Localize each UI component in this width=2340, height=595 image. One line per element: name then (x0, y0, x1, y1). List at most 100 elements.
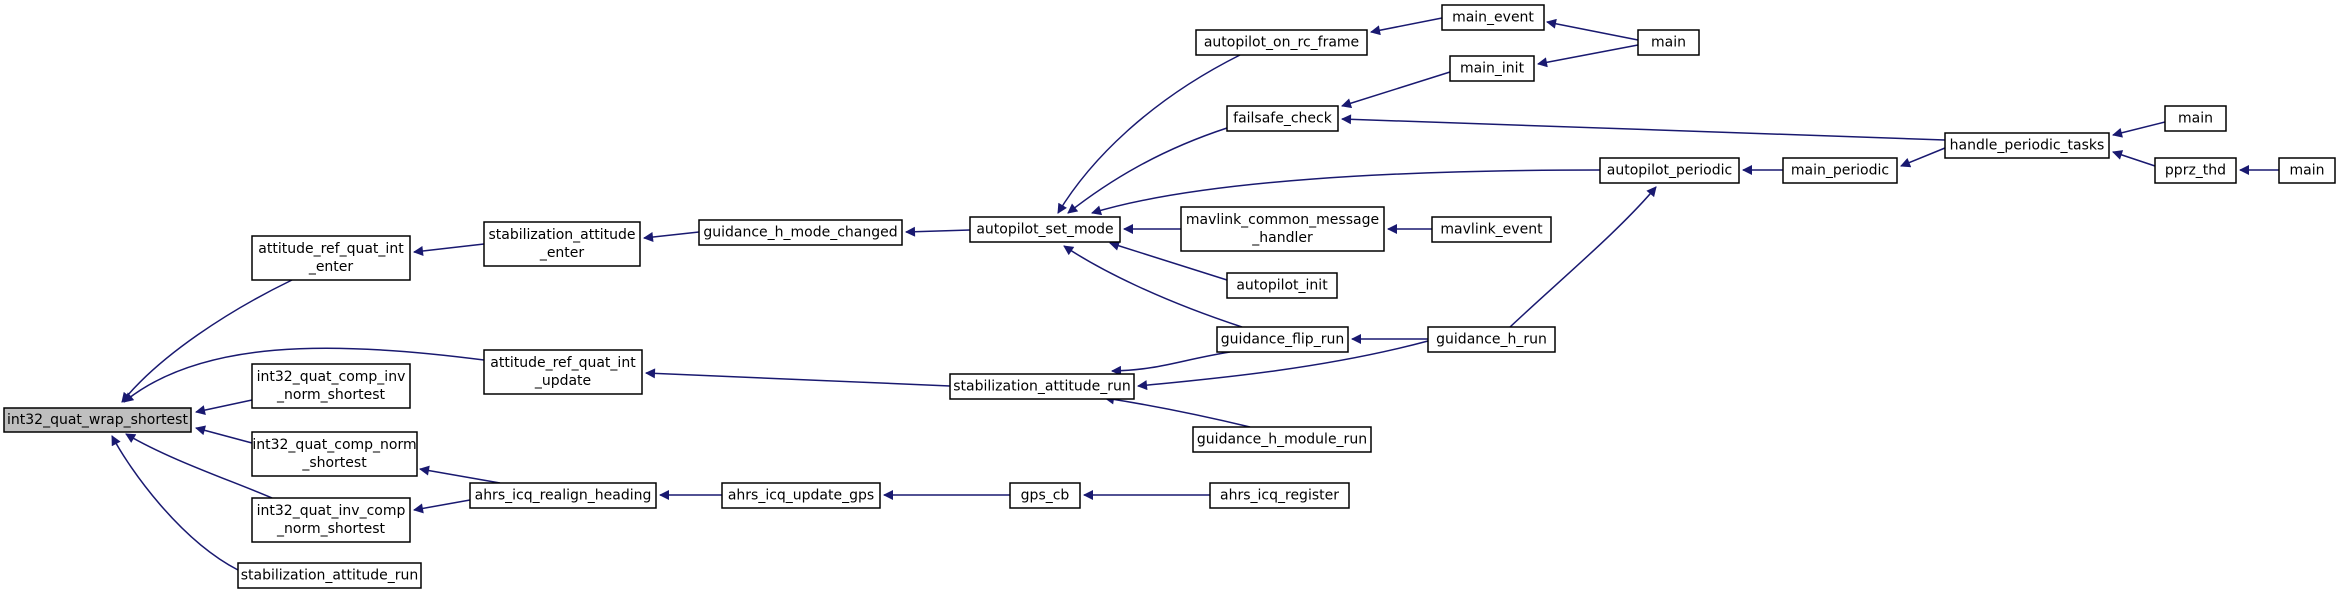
node-guidance-h-run[interactable]: guidance_h_run (1427, 326, 1556, 353)
node-int32-quat-comp-inv-norm-shortest[interactable]: int32_quat_comp_inv _norm_shortest (251, 363, 411, 409)
node-label: _norm_shortest (276, 521, 385, 537)
node-failsafe-check[interactable]: failsafe_check (1226, 105, 1339, 132)
node-box (949, 373, 1135, 400)
node-guidance-flip-run[interactable]: guidance_flip_run (1216, 326, 1349, 353)
node-label: mavlink_common_message (1186, 212, 1379, 228)
node-handle-periodic-tasks[interactable]: handle_periodic_tasks (1944, 132, 2110, 159)
node-label: guidance_h_run (1436, 332, 1547, 348)
node-label: int32_quat_inv_comp (257, 503, 406, 519)
node-stabilization-attitude-run-b[interactable]: stabilization_attitude_run (949, 373, 1135, 400)
edge-int32_quat_inv_comp_norm_shortest-to-int32_quat_wrap_shortest (125, 433, 273, 499)
node-guidance-h-mode-changed[interactable]: guidance_h_mode_changed (698, 219, 903, 246)
node-box (698, 219, 903, 246)
edge-guidance_h_run-to-autopilot_periodic (1509, 186, 1657, 328)
node-label: mavlink_event (1440, 222, 1543, 238)
node-autopilot-periodic[interactable]: autopilot_periodic (1599, 157, 1740, 184)
node-label: guidance_flip_run (1221, 332, 1344, 348)
edge-guidance_h_mode_changed-to-stabilization_attitude_enter (643, 231, 700, 242)
node-label: autopilot_periodic (1607, 163, 1732, 179)
node-stabilization-attitude-enter[interactable]: stabilization_attitude _enter (483, 221, 641, 267)
node-mavlink-event[interactable]: mavlink_event (1431, 216, 1552, 243)
edge-guidance_flip_run-to-autopilot_set_mode (1063, 245, 1243, 328)
node-int32-quat-wrap-shortest[interactable]: int32_quat_wrap_shortest (3, 407, 192, 433)
node-box (1944, 132, 2110, 159)
node-box (1449, 55, 1535, 82)
node-label: main_init (1460, 61, 1525, 77)
edge-autopilot_init-to-autopilot_set_mode (1109, 240, 1228, 281)
node-autopilot-set-mode[interactable]: autopilot_set_mode (969, 216, 1121, 243)
node-label: guidance_h_module_run (1197, 432, 1367, 448)
edge-guidance_h_module_run-to-stabilization_attitude_run_b (1104, 394, 1251, 428)
node-box (251, 235, 411, 281)
edge-attitude_ref_quat_int_enter-to-int32_quat_wrap_shortest (121, 279, 293, 403)
node-label: autopilot_init (1236, 278, 1328, 294)
node-label: handle_periodic_tasks (1950, 138, 2105, 154)
node-int32-quat-inv-comp-norm-shortest[interactable]: int32_quat_inv_comp _norm_shortest (251, 497, 411, 543)
edge-stabilization_attitude_run_a-to-int32_quat_wrap_shortest (111, 435, 239, 571)
node-label: int32_quat_comp_norm (252, 437, 416, 453)
node-box (1009, 482, 1081, 509)
node-box (469, 482, 657, 509)
node-box (2164, 105, 2227, 132)
node-main-periodic[interactable]: main_periodic (1782, 157, 1898, 184)
edge-autopilot_periodic-to-autopilot_set_mode (1091, 169, 1601, 216)
node-main-event[interactable]: main_event (1441, 4, 1545, 31)
node-label: ahrs_icq_register (1220, 488, 1339, 504)
node-label: int32_quat_comp_inv (257, 369, 406, 385)
node-box (2154, 157, 2237, 184)
edge-main_a-to-main_event (1546, 18, 1639, 41)
node-label: _norm_shortest (276, 387, 385, 403)
edge-autopilot_on_rc_frame-to-autopilot_set_mode (1057, 54, 1241, 214)
node-mavlink-common-message-handler[interactable]: mavlink_common_message _handler (1180, 206, 1385, 252)
node-autopilot-init[interactable]: autopilot_init (1226, 272, 1338, 299)
node-box (1216, 326, 1349, 353)
node-label: gps_cb (1021, 488, 1070, 504)
node-autopilot-on-rc-frame[interactable]: autopilot_on_rc_frame (1195, 29, 1368, 56)
node-box (1192, 426, 1372, 453)
node-guidance-h-module-run[interactable]: guidance_h_module_run (1192, 426, 1372, 453)
node-main-c[interactable]: main (2278, 157, 2336, 184)
node-ahrs-icq-register[interactable]: ahrs_icq_register (1209, 482, 1350, 509)
node-label: _enter (539, 245, 585, 261)
node-int32-quat-comp-norm-shortest[interactable]: int32_quat_comp_norm _shortest (251, 431, 418, 477)
node-label: stabilization_attitude (489, 227, 636, 243)
node-label: _shortest (301, 455, 367, 471)
node-attitude-ref-quat-int-enter[interactable]: attitude_ref_quat_int_enter (251, 235, 411, 281)
node-pprz-thd[interactable]: pprz_thd (2154, 157, 2237, 184)
edges-layer (111, 17, 2279, 571)
edge-main_b-to-handle_periodic_tasks (2112, 121, 2166, 138)
node-box (3, 407, 192, 433)
node-box (1637, 29, 1700, 56)
edge-ahrs_icq_realign_heading-to-int32_quat_inv_comp_norm_shortest (413, 499, 471, 514)
node-box (483, 221, 641, 267)
node-main-init[interactable]: main_init (1449, 55, 1535, 82)
node-stabilization-attitude-run-a[interactable]: stabilization_attitude_run (237, 562, 422, 589)
edge-guidance_h_run-to-stabilization_attitude_run_b (1137, 340, 1429, 391)
node-main-a[interactable]: main (1637, 29, 1700, 56)
node-label: ahrs_icq_realign_heading (475, 488, 652, 504)
node-gps-cb[interactable]: gps_cb (1009, 482, 1081, 509)
node-box (237, 562, 422, 589)
node-box (1431, 216, 1552, 243)
node-box (1180, 206, 1385, 252)
node-ahrs-icq-update-gps[interactable]: ahrs_icq_update_gps (721, 482, 881, 509)
node-attitude-ref-quat-int-update[interactable]: attitude_ref_quat_int_update (483, 349, 643, 395)
node-label: guidance_h_mode_changed (703, 225, 897, 241)
node-label: pprz_thd (2165, 163, 2226, 179)
edge-handle_periodic_tasks-to-main_periodic (1900, 147, 1946, 168)
edge-attitude_ref_quat_int_update-to-int32_quat_wrap_shortest (123, 347, 485, 403)
edge-main_init-to-failsafe_check (1341, 71, 1451, 109)
node-label: _update (534, 373, 591, 389)
node-label: stabilization_attitude_run (953, 379, 1130, 395)
node-ahrs-icq-realign-heading[interactable]: ahrs_icq_realign_heading (469, 482, 657, 509)
node-box (251, 431, 418, 477)
node-main-b[interactable]: main (2164, 105, 2227, 132)
edge-failsafe_check-to-autopilot_set_mode (1067, 127, 1228, 214)
node-box (1226, 105, 1339, 132)
edge-stabilization_attitude_enter-to-attitude_ref_quat_int_enter (413, 243, 485, 256)
node-label: _handler (1251, 230, 1313, 246)
node-box (251, 363, 411, 409)
node-label: main_event (1452, 10, 1534, 26)
node-label: main (2290, 163, 2325, 179)
node-label: _enter (308, 259, 354, 275)
